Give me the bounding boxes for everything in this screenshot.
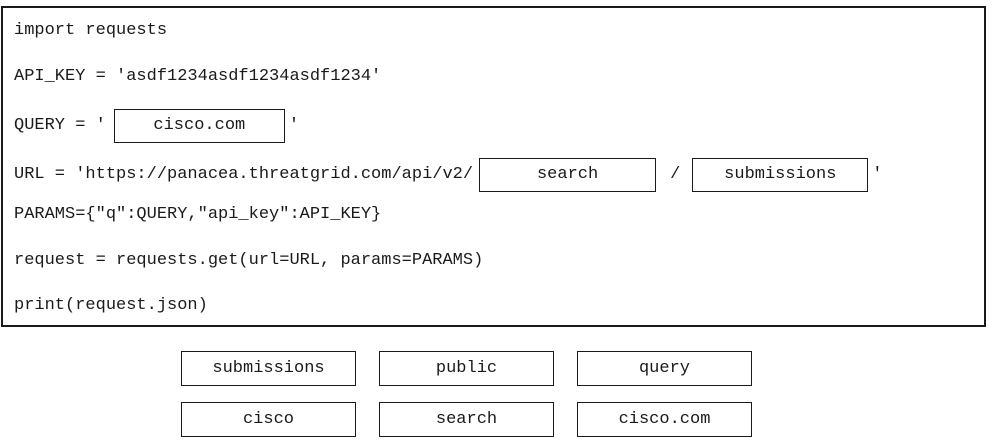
code-line-query: QUERY = ' cisco.com' (14, 109, 299, 143)
option-tile-submissions[interactable]: submissions (181, 351, 356, 386)
code-line-url: URL = 'https://panacea.threatgrid.com/ap… (14, 158, 882, 192)
option-tile-public[interactable]: public (379, 351, 554, 386)
code-line-request: request = requests.get(url=URL, params=P… (14, 251, 484, 270)
option-tile-search[interactable]: search (379, 402, 554, 437)
query-drop-slot[interactable]: cisco.com (113, 109, 285, 143)
code-line-print: print(request.json) (14, 296, 208, 315)
query-suffix: ' (288, 116, 300, 135)
option-tile-query[interactable]: query (577, 351, 752, 386)
code-line-api-key: API_KEY = 'asdf1234asdf1234asdf1234' (14, 67, 382, 86)
url-endpoint-drop-slot[interactable]: search (479, 158, 657, 192)
code-panel: import requests API_KEY = 'asdf1234asdf1… (1, 6, 986, 327)
option-tile-cisco-com[interactable]: cisco.com (577, 402, 752, 437)
url-suffix: ' (872, 165, 883, 184)
url-resource-drop-slot[interactable]: submissions (692, 158, 869, 192)
url-prefix: URL = 'https://panacea.threatgrid.com/ap… (14, 165, 474, 184)
url-separator: / (670, 165, 681, 184)
query-prefix: QUERY = ' (14, 116, 106, 135)
code-line-import: import requests (14, 21, 168, 40)
option-tile-cisco[interactable]: cisco (181, 402, 356, 437)
code-line-params: PARAMS={"q":QUERY,"api_key":API_KEY} (14, 205, 382, 224)
